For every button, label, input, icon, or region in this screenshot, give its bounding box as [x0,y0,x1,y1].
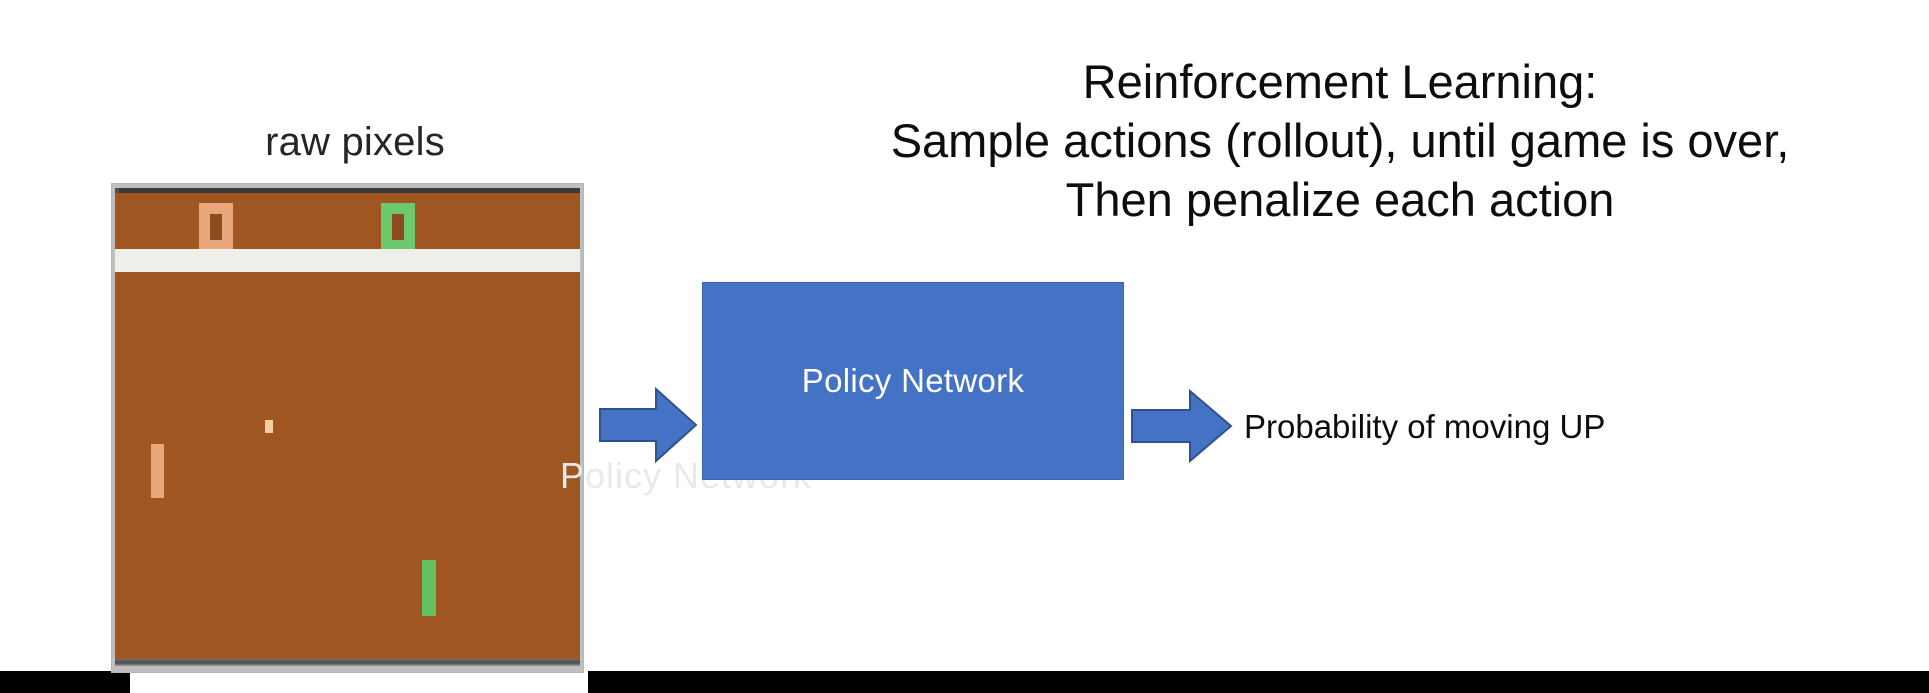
score-digit-right [381,203,415,249]
pong-left-paddle [151,444,164,498]
output-label: Probability of moving UP [1244,408,1606,445]
pong-court-divider [115,249,580,274]
policy-network-box[interactable]: Policy Network [702,282,1124,480]
score-digit-right-hole [392,214,404,240]
pong-game-screenshot [112,184,583,672]
input-right-arrow-icon [598,385,698,465]
heading-line-1: Reinforcement Learning: [1082,55,1598,108]
policy-network-label: Policy Network [801,362,1025,399]
score-digit-left-hole [210,214,222,240]
slide-heading: Reinforcement Learning: Sample actions (… [760,52,1920,230]
pong-bottom-edge [115,659,580,666]
pong-ball [265,420,273,433]
score-digit-left [199,203,233,249]
pong-right-paddle [422,560,436,616]
bottom-black-bar-right [588,671,1929,693]
heading-line-2: Sample actions (rollout), until game is … [890,114,1790,168]
pong-screen [115,188,580,666]
pong-top-edge [115,188,580,193]
pong-score-band [115,193,580,249]
heading-line-3: Then penalize each action [1065,173,1615,227]
bottom-black-bar-left [0,671,130,693]
raw-pixels-caption: raw pixels [265,120,445,164]
pong-court [115,272,580,659]
output-right-arrow-icon [1130,388,1234,464]
